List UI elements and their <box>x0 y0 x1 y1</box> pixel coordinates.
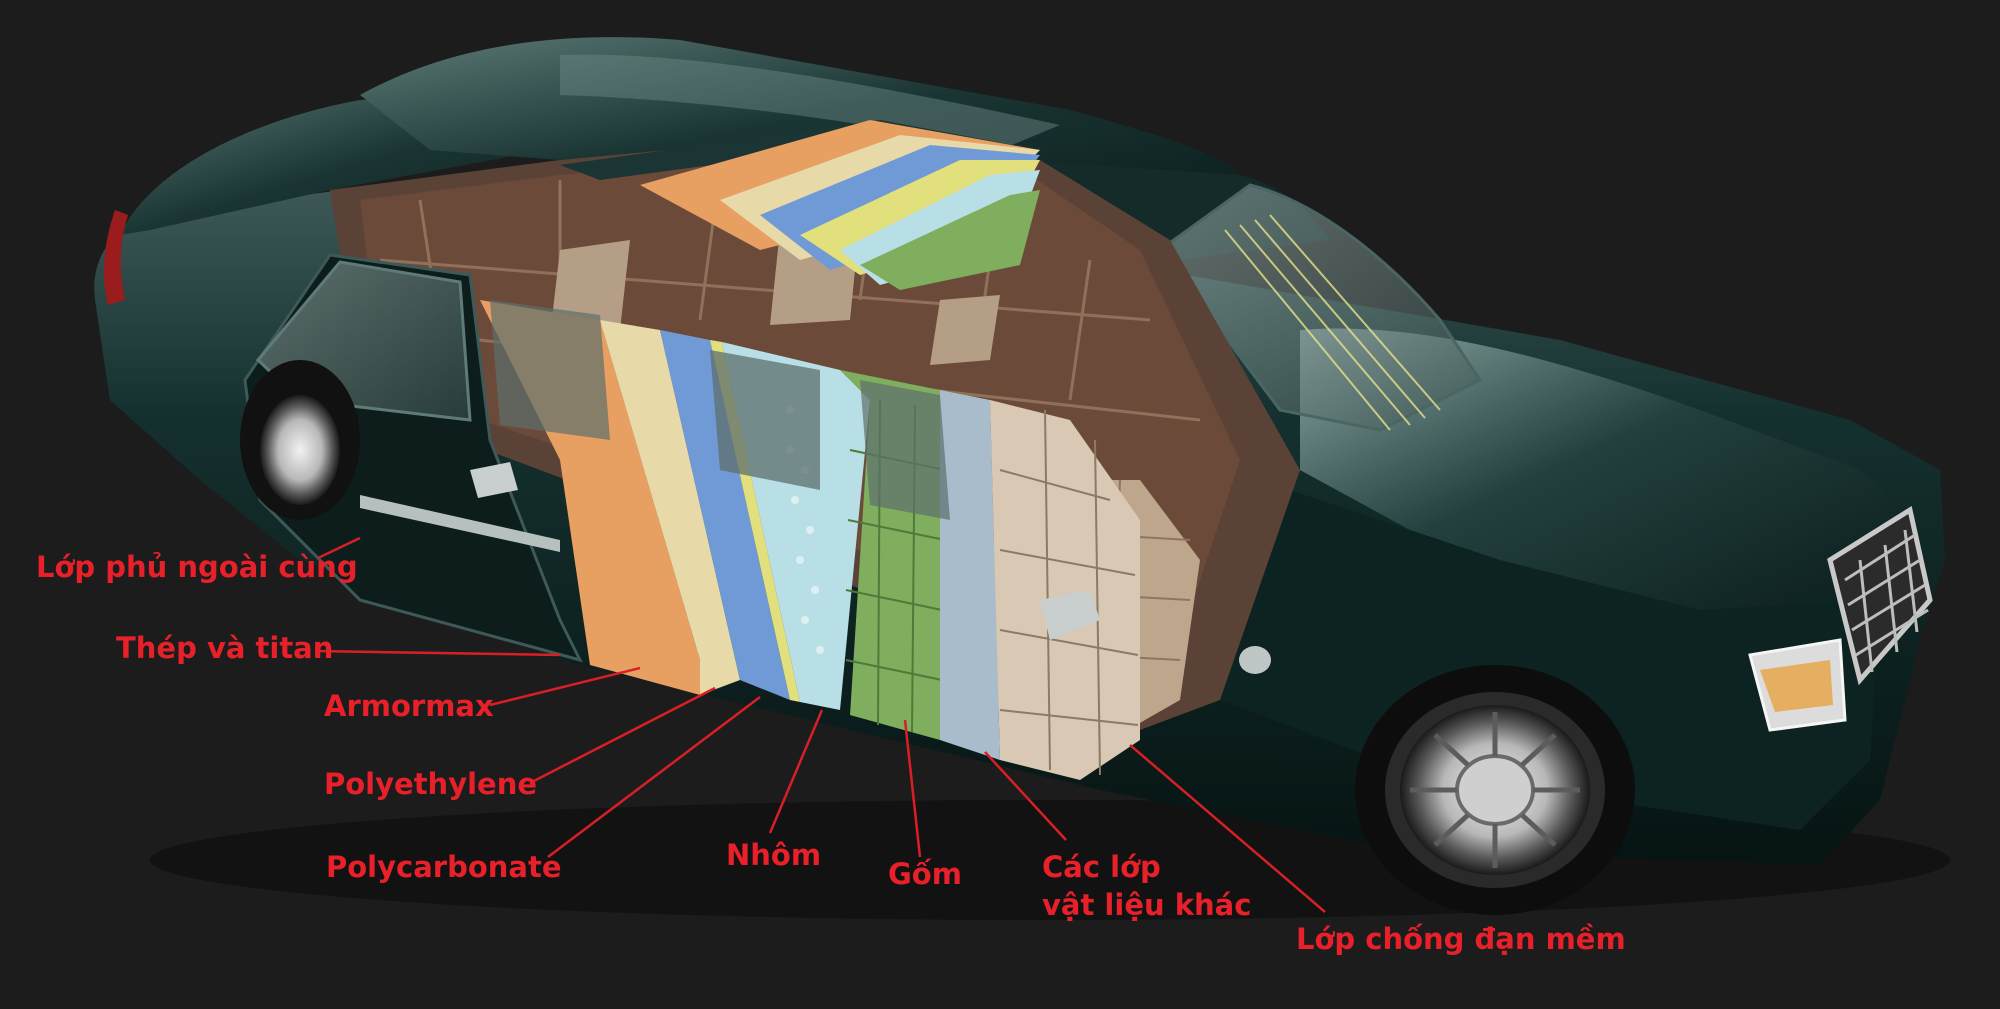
leader-soft-armor <box>1129 744 1326 913</box>
label-other-layers-line2: vật liệu khác <box>1042 888 1252 922</box>
layer-polycarbonate <box>660 330 790 700</box>
wheels <box>240 360 1635 915</box>
label-outer-coating: Lớp phủ ngoài cùng <box>36 550 358 584</box>
label-polyethylene: Polyethylene <box>324 767 538 801</box>
roof-layers <box>560 120 1040 290</box>
leader-armormax <box>489 666 641 707</box>
label-other-layers-line1: Các lớp <box>1042 850 1161 884</box>
label-soft-armor: Lớp chống đạn mềm <box>1296 922 1626 956</box>
leader-outer-coating <box>317 536 361 560</box>
label-armormax: Armormax <box>324 689 494 723</box>
label-ceramic: Gốm <box>888 857 962 891</box>
leader-polyethylene <box>529 686 716 785</box>
label-aluminum: Nhôm <box>726 838 822 872</box>
label-steel-titanium: Thép và titan <box>116 631 334 665</box>
leader-steel-titanium <box>314 649 561 657</box>
leader-polycarbonate <box>547 696 761 858</box>
label-polycarbonate: Polycarbonate <box>326 850 562 884</box>
label-other-layers: Các lớp vật liệu khác <box>1042 848 1251 924</box>
layer-other <box>940 390 1000 760</box>
leader-lines <box>314 536 1326 913</box>
layer-soft-armor <box>990 400 1140 780</box>
door-armor-layers <box>480 300 1140 780</box>
leader-aluminum <box>768 709 824 834</box>
grille <box>1827 506 1933 686</box>
leader-ceramic <box>903 719 922 858</box>
leader-other-layers <box>984 751 1067 841</box>
layer-polyethylene <box>600 320 740 695</box>
